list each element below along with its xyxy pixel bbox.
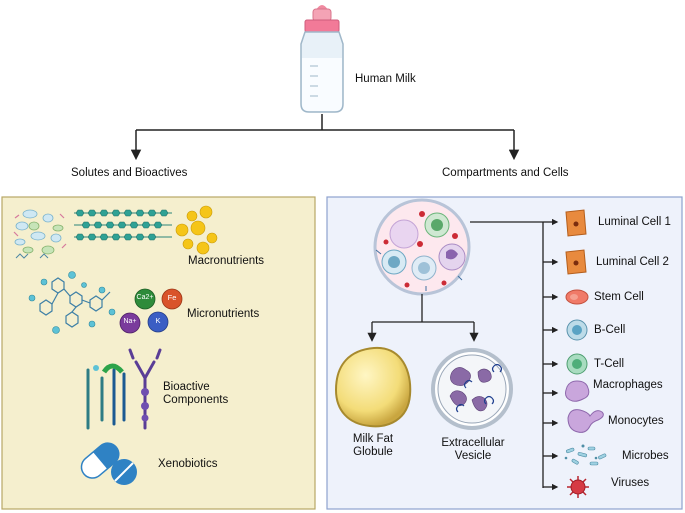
solutes-bioactives-heading: Solutes and Bioactives (71, 167, 188, 179)
tree-connectors (130, 114, 520, 161)
luminal-cell-1-label: Luminal Cell 1 (598, 216, 671, 228)
ion-k-label: K (155, 316, 161, 325)
bioactive-components-label: Bioactive Components (163, 381, 229, 406)
extracellular-vesicle-icon (431, 348, 513, 430)
macrophages-label: Macrophages (593, 379, 663, 391)
luminal-cell-1-icon (565, 209, 587, 237)
t-cell-icon (566, 353, 588, 375)
b-cell-icon (566, 319, 588, 341)
macronutrients-label: Macronutrients (188, 255, 265, 267)
macrophage-icon (565, 380, 590, 402)
compartments-cells-heading: Compartments and Cells (442, 167, 569, 179)
stem-cell-label: Stem Cell (594, 291, 644, 303)
monocytes-label: Monocytes (608, 415, 664, 427)
viruses-label: Viruses (611, 477, 650, 489)
monocyte-icon (567, 409, 604, 433)
extracellular-vesicle-label: Extracellular Vesicle (441, 437, 505, 462)
human-milk-label: Human Milk (355, 73, 416, 85)
cell-cluster-icon (373, 198, 471, 296)
cluster-connectors (367, 218, 559, 491)
t-cell-label: T-Cell (594, 358, 625, 370)
ion-fe-label: Fe (167, 293, 177, 302)
ion-ca-label: Ca2+ (136, 294, 154, 301)
microbes-label: Microbes (622, 450, 669, 462)
ion-na-label: Na+ (123, 318, 137, 325)
baby-bottle-icon (300, 5, 344, 113)
micronutrients-icon (28, 271, 183, 334)
microbes-icon (564, 444, 607, 466)
luminal-cell-2-label: Luminal Cell 2 (596, 256, 669, 268)
stem-cell-icon (565, 289, 589, 305)
xenobiotics-icon (80, 442, 137, 485)
milk-fat-globule-icon (334, 346, 412, 428)
b-cell-label: B-Cell (594, 324, 626, 336)
milk-fat-globule-label: Milk Fat Globule (352, 433, 394, 458)
bioactive-components-icon (86, 348, 162, 430)
virus-icon (567, 476, 589, 498)
xenobiotics-label: Xenobiotics (158, 458, 218, 470)
luminal-cell-2-icon (565, 249, 587, 275)
micronutrients-label: Micronutrients (187, 308, 260, 320)
macronutrients-icon (13, 205, 218, 259)
